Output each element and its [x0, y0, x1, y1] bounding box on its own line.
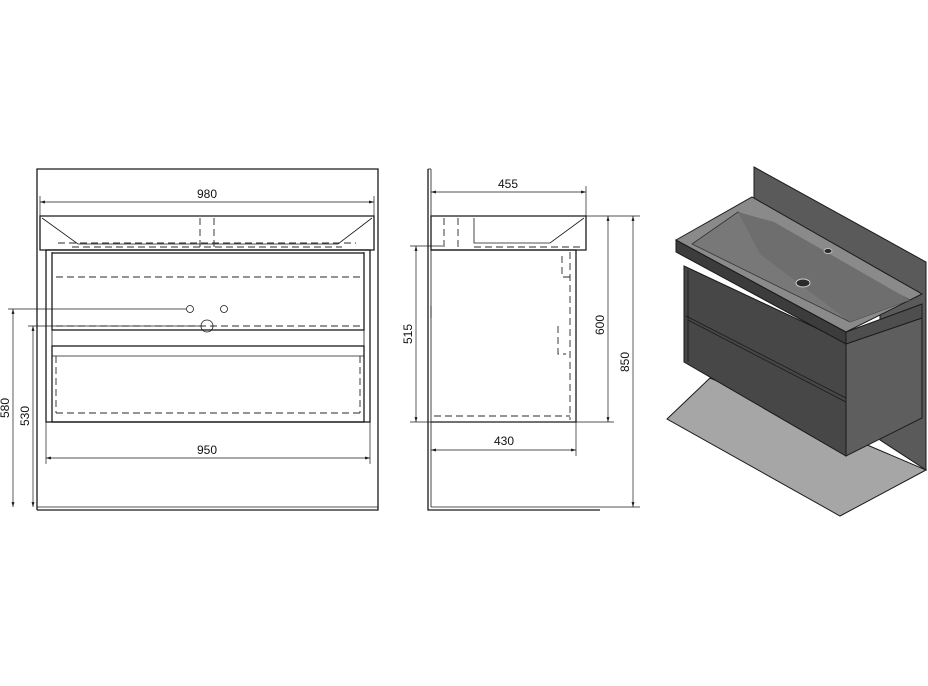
dim-cabinet-height-label: 515 [401, 324, 415, 344]
dim-top-height-label: 600 [593, 315, 607, 335]
iso-basin-bowl-slope [738, 212, 910, 322]
iso-drain-hole-icon [795, 278, 811, 288]
dim-drain-height-label: 580 [0, 398, 12, 418]
front-waste-outlet-icon [200, 319, 214, 333]
front-lower-drawer [51, 345, 365, 423]
front-cabinet-body [45, 249, 371, 423]
dim-waste-height-label: 530 [18, 406, 32, 426]
side-view: 455 430 515 600 850 [401, 168, 640, 511]
side-wall [427, 169, 600, 511]
side-basin-top [430, 215, 587, 251]
dim-cabinet-depth-label: 430 [494, 434, 514, 448]
front-drain-connection-icon [186, 305, 194, 313]
front-water-supply-icon [220, 305, 228, 313]
front-wall-frame [36, 168, 379, 511]
dim-overall-width-label: 980 [197, 187, 217, 201]
front-basin-bowl-outline [41, 217, 373, 245]
side-cabinet-body [431, 249, 577, 423]
iso-basin-side-band [845, 303, 923, 345]
front-upper-drawer [51, 252, 365, 331]
front-view: 980 950 580 530 [0, 168, 379, 511]
side-drawer-runner-upper [561, 256, 570, 278]
iso-tap-hole-icon [823, 248, 833, 254]
front-basin-top [39, 215, 375, 251]
dim-cabinet-width-label: 950 [197, 443, 217, 457]
dim-overall-depth-label: 455 [498, 177, 518, 191]
dim-overall-height-label: 850 [618, 352, 632, 372]
side-drawer-runner-lower [557, 326, 566, 355]
isometric-view [666, 166, 928, 517]
side-basin-bowl [473, 217, 585, 244]
iso-cabinet-front [683, 265, 847, 457]
iso-drawer-handle [687, 319, 847, 403]
iso-drawer-gap [685, 315, 847, 399]
